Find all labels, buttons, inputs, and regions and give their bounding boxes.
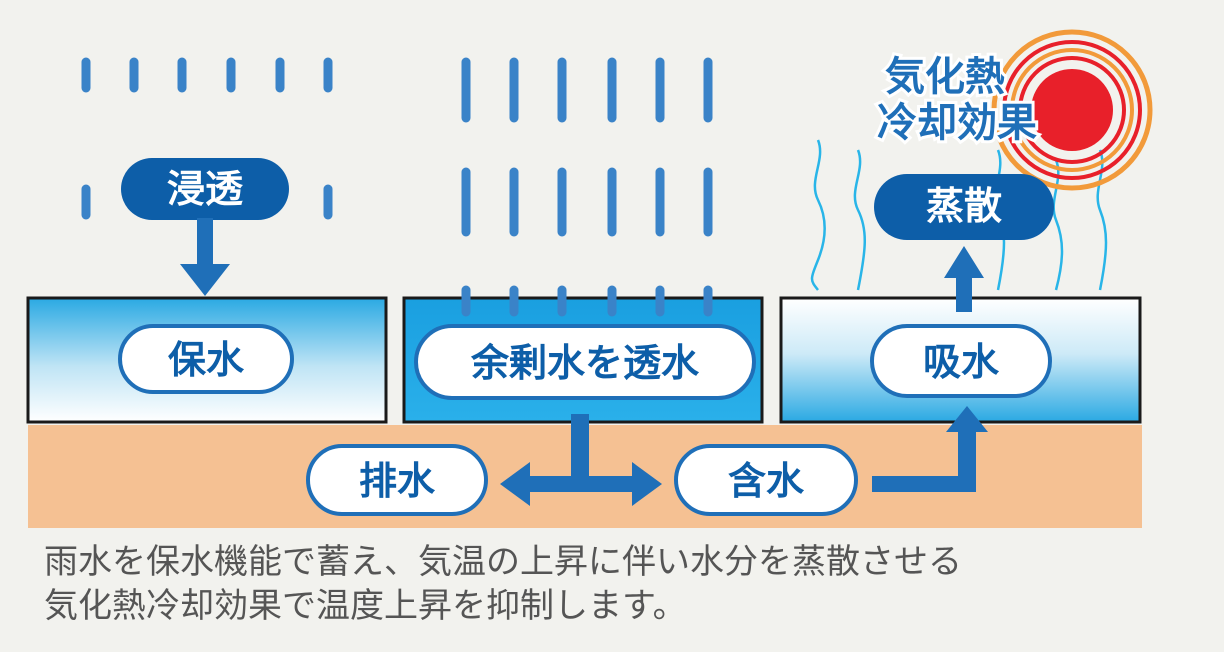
caption-line-1: 雨水を保水機能で蓄え、気温の上昇に伴い水分を蒸散させる (44, 542, 962, 582)
infiltration-arrow (180, 218, 230, 296)
water-content-label (674, 444, 858, 516)
evaporation-label (874, 174, 1054, 240)
water-retention-label (118, 324, 294, 394)
evaporation-arrow (944, 246, 984, 312)
excess-permeation-label (414, 324, 756, 400)
drainage-label (306, 444, 488, 516)
drainage-arrow (500, 414, 662, 506)
infiltration-text: 浸透 (167, 167, 244, 211)
absorption-text: 吸水 (923, 340, 1000, 384)
water-content-text: 含水 (728, 459, 805, 503)
rain-left (81, 57, 333, 220)
drainage-text: 排水 (359, 459, 436, 503)
excess-permeation-text: 余剰水を透水 (470, 341, 700, 385)
water-retention-text: 保水 (168, 338, 245, 382)
absorption-arrow (872, 406, 988, 492)
infiltration-label (121, 158, 289, 220)
heat-label-line1: 気化熱 (885, 54, 1005, 100)
rain-middle-penetrating (461, 285, 713, 317)
caption-line-2: 気化熱冷却効果で温度上昇を抑制します。 (44, 586, 687, 626)
heat-label-line2: 冷却効果 (877, 100, 1037, 146)
evaporation-text: 蒸散 (926, 184, 1002, 228)
rain-middle (461, 57, 713, 237)
sun-icon (991, 29, 1153, 191)
absorption-label (870, 324, 1052, 398)
